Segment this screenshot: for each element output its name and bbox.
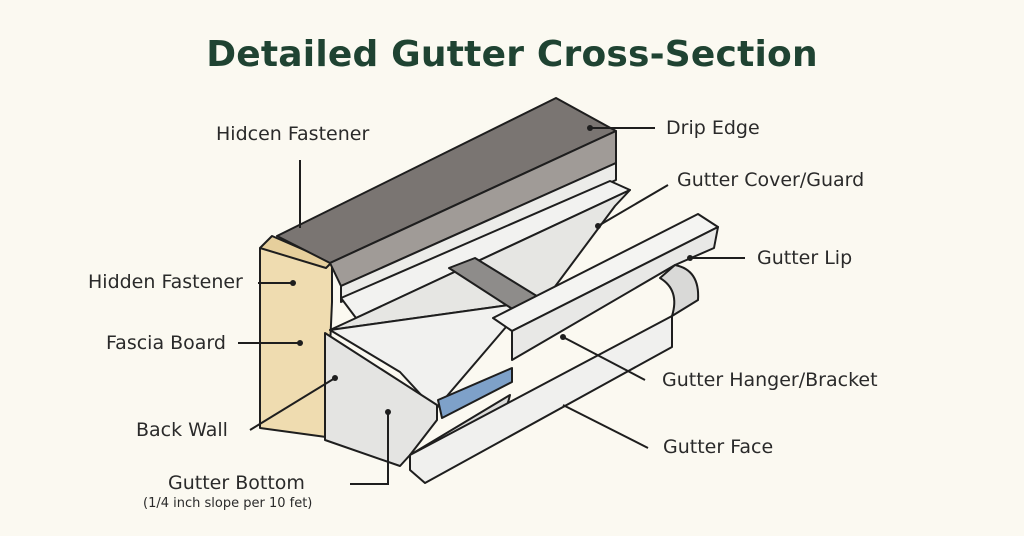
label-drip-edge: Drip Edge xyxy=(666,117,760,139)
fascia-board-side xyxy=(259,242,333,438)
dot-gutter-hanger-bracket xyxy=(560,334,566,340)
label-gutter-hanger-bracket: Gutter Hanger/Bracket xyxy=(662,369,878,391)
label-hidden-fastener-top: Hidcen Fastener xyxy=(216,123,370,145)
label-back-wall: Back Wall xyxy=(136,419,228,441)
label-gutter-bottom-note: (1/4 inch slope per 10 fet) xyxy=(143,496,313,511)
label-fascia-board: Fascia Board xyxy=(106,332,226,354)
label-hidden-fastener-left: Hidden Fastener xyxy=(88,271,243,293)
leader-gutter-hanger-bracket xyxy=(562,336,646,381)
dot-gutter-cover-guard xyxy=(595,223,601,229)
dot-back-wall xyxy=(332,375,338,381)
gutter-face-front xyxy=(409,315,673,484)
dot-drip-edge xyxy=(587,125,593,131)
leader-gutter-face xyxy=(562,404,649,449)
dot-hidden-fastener-left xyxy=(290,280,296,286)
diagram-title: Detailed Gutter Cross-Section xyxy=(206,34,818,75)
label-gutter-cover-guard: Gutter Cover/Guard xyxy=(677,169,865,191)
dot-fascia-board xyxy=(297,340,303,346)
leader-gutter-bottom xyxy=(350,412,389,485)
gutter-interior-back xyxy=(329,189,631,331)
gutter-lip-curl xyxy=(659,264,700,317)
dot-gutter-bottom xyxy=(385,409,391,415)
label-gutter-lip: Gutter Lip xyxy=(757,247,853,269)
leader-back-wall xyxy=(249,377,336,431)
label-gutter-face: Gutter Face xyxy=(663,436,774,458)
label-gutter-bottom: Gutter Bottom xyxy=(168,472,305,494)
leader-gutter-cover-guard xyxy=(597,184,669,227)
dot-gutter-lip xyxy=(687,255,693,261)
gutter-lip-front xyxy=(511,226,719,361)
water-channel xyxy=(437,367,513,419)
